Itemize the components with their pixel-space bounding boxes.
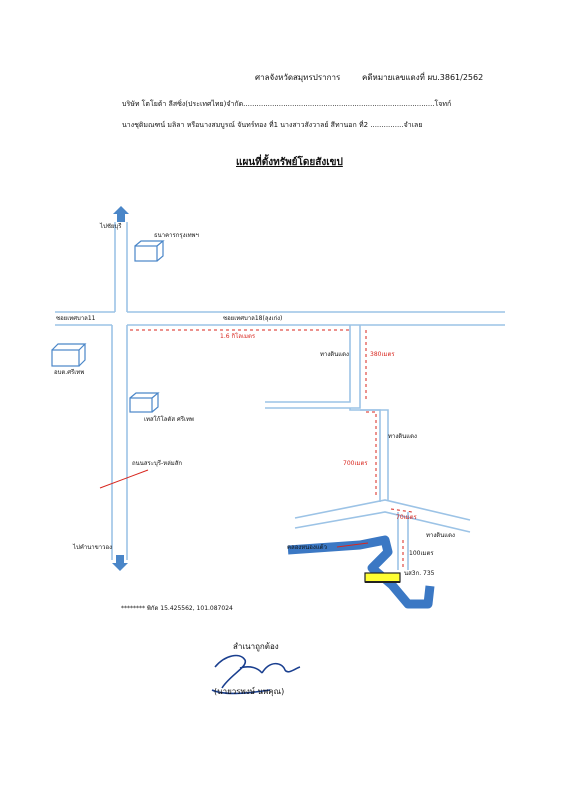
signature-mark xyxy=(211,654,301,695)
north-arrow-icon xyxy=(113,206,129,222)
dirt-road-1-right xyxy=(265,325,361,409)
label-dist-700m: 700เมตร xyxy=(343,460,368,467)
label-soi-tesaban11: ซอยเทศบาล11 xyxy=(56,315,96,322)
label-to-chaiyaphum: ไปชัยบุรี xyxy=(100,223,122,230)
case-number: คดีหมายเลขแดงที่ ผบ.3861/2562 xyxy=(362,73,484,82)
label-road-saraburi: ถนนสระบุรี-หล่มสัก xyxy=(132,460,183,467)
dirt-road-3-top xyxy=(294,499,471,521)
label-dirt-road-1: ทางดินแดง xyxy=(320,351,349,358)
label-coordinates: ******** พิกัด 15.425562, 101.087024 xyxy=(121,605,233,612)
label-dist-100m: 100เมตร xyxy=(409,550,434,557)
tesco-building-icon xyxy=(129,392,160,413)
label-dirt-road-3: ทางดินแดง xyxy=(426,532,455,539)
label-dist-380m: 380เมตร xyxy=(370,351,395,358)
label-canal: คลองหนองแต้ว xyxy=(287,544,327,551)
label-district-office: อบต.ศรีเทพ xyxy=(54,369,85,376)
label-plot: นส3ก. 735 xyxy=(404,570,435,577)
canal-path xyxy=(287,535,435,609)
label-dist-1-6km: 1.6 กิโลเมตร xyxy=(220,333,256,340)
dirt-road-1-left xyxy=(265,325,351,403)
bank-building-icon xyxy=(134,240,165,262)
court-name: ศาลจังหวัดสมุทรปราการ xyxy=(255,73,341,82)
dashed-70m xyxy=(390,508,413,513)
page-title: แผนที่ตั้งทรัพย์โดยสังเขป xyxy=(236,157,343,168)
certifier-name: (นายวรพงษ์ นพคุณ) xyxy=(214,687,285,696)
label-soi-tesaban18: ซอยเทศบาล18(ลุงเก่ง) xyxy=(223,315,283,322)
label-dirt-road-2: ทางดินแดง xyxy=(388,433,417,440)
district-office-building-icon xyxy=(51,343,87,367)
leader-road-saraburi xyxy=(99,469,149,489)
leader-canal xyxy=(336,542,369,548)
certified-label: สำเนาถูกต้อง xyxy=(233,642,279,651)
defendant-line: นางชุติมณฑน์ มลิลา หรือนางสมบูรณ์ จันทร์… xyxy=(122,121,423,129)
dirt-road-2-right xyxy=(360,409,389,500)
dashed-700m xyxy=(366,411,377,498)
label-tesco: เทสโก้โลตัส ศรีเทพ xyxy=(144,416,194,423)
label-bank: ธนาคารกรุงเทพฯ xyxy=(154,232,199,239)
south-arrow-icon xyxy=(112,555,128,571)
dirt-road-3-bottom xyxy=(294,511,471,533)
label-dist-70m: 70เมตร xyxy=(396,514,417,521)
plot-marker xyxy=(364,572,401,583)
plaintiff-line: บริษัท โตโยต้า ลีสซิ่ง(ประเทศไทย)จำกัด..… xyxy=(122,100,452,108)
label-to-khanong: ไปคำนาขาวอง xyxy=(73,544,113,551)
